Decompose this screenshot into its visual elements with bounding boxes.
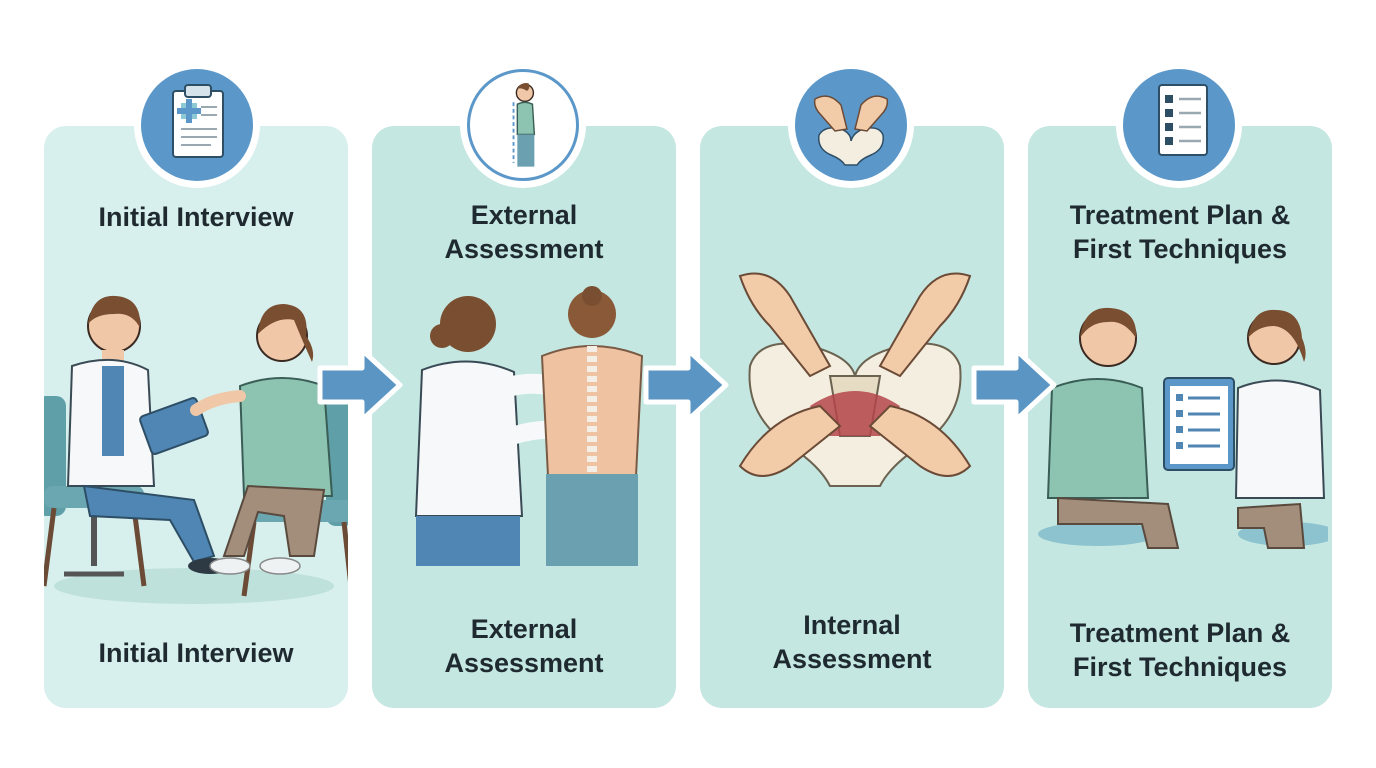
- step-caption: Internal Assessment: [700, 608, 1004, 676]
- step-title-line: First Techniques: [1072, 234, 1288, 264]
- step-panel-initial-interview: Initial Interview: [44, 126, 348, 708]
- clipboard-medical-icon: [134, 62, 260, 188]
- step-caption: External Assessment: [372, 612, 676, 680]
- hands-on-pelvis-icon: [788, 62, 914, 188]
- step-title: Initial Interview: [44, 200, 348, 234]
- treatment-plan-scene-illustration: [1038, 307, 1328, 549]
- step-panel-external-assessment: External Assessment External Assessment: [372, 126, 676, 708]
- arrow-right-icon: [643, 347, 729, 423]
- posture-exam-scene-illustration: [414, 286, 644, 566]
- step-caption: Initial Interview: [44, 636, 348, 670]
- step-caption-line: Treatment Plan &: [1069, 618, 1291, 648]
- step-panel-treatment-plan: Treatment Plan & First Techniques: [1028, 126, 1332, 708]
- posture-profile-icon: [460, 62, 586, 188]
- arrow-right-icon: [317, 347, 403, 423]
- step-title: Treatment Plan & First Techniques: [1028, 198, 1332, 266]
- checklist-icon: [1116, 62, 1242, 188]
- step-caption-line: First Techniques: [1072, 652, 1288, 682]
- step-title-line: External: [470, 200, 578, 230]
- interview-scene-illustration: [44, 295, 348, 604]
- step-title: External Assessment: [372, 198, 676, 266]
- step-caption-line: Assessment: [444, 648, 604, 678]
- step-title-line: Treatment Plan &: [1069, 200, 1291, 230]
- step-caption: Treatment Plan & First Techniques: [1028, 616, 1332, 684]
- pelvic-palpation-illustration: [738, 272, 972, 487]
- step-title-line: Initial Interview: [98, 202, 294, 232]
- step-caption-line: Internal: [803, 610, 901, 640]
- step-caption-line: Initial Interview: [98, 638, 294, 668]
- step-title-line: Assessment: [444, 234, 604, 264]
- step-caption-line: Assessment: [772, 644, 932, 674]
- arrow-right-icon: [971, 347, 1057, 423]
- step-panel-internal-assessment: Internal Assessment: [700, 126, 1004, 708]
- step-caption-line: External: [470, 614, 578, 644]
